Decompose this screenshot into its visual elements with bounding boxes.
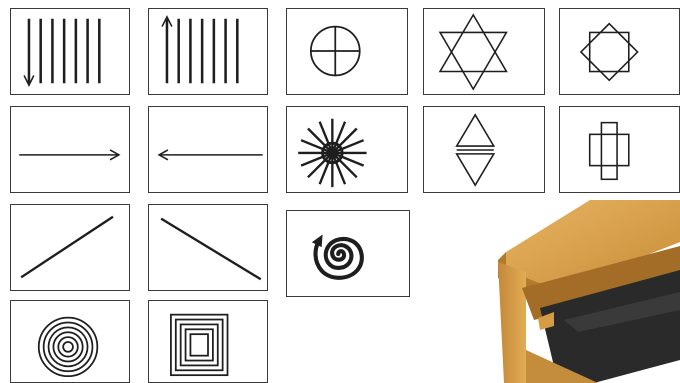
card-vertical-lines-up bbox=[148, 8, 268, 95]
card-vertical-lines-down bbox=[10, 8, 130, 95]
card-diagonal-rising bbox=[10, 204, 130, 291]
arrow-left-icon bbox=[149, 107, 267, 192]
card-circle-cross bbox=[286, 8, 408, 95]
starburst-icon bbox=[287, 107, 407, 192]
card-spiral bbox=[286, 210, 410, 297]
wooden-table-drawer-photo bbox=[498, 200, 680, 383]
card-concentric-circles bbox=[10, 300, 130, 383]
diagonal-rising-line-icon bbox=[11, 205, 129, 290]
vertical-lines-arrow-up-icon bbox=[149, 9, 267, 94]
card-star-of-david bbox=[423, 8, 545, 95]
card-rotated-squares bbox=[559, 8, 680, 95]
concentric-squares-icon bbox=[149, 301, 267, 382]
card-cross-of-rectangles bbox=[559, 106, 680, 193]
circle-cross-icon bbox=[287, 9, 407, 94]
card-arrow-right bbox=[10, 106, 130, 193]
rotated-squares-icon bbox=[560, 9, 679, 94]
split-triangles-icon bbox=[424, 107, 544, 192]
card-starburst bbox=[286, 106, 408, 193]
spiral-icon bbox=[287, 211, 409, 296]
concentric-circles-icon bbox=[11, 301, 129, 382]
card-arrow-left bbox=[148, 106, 268, 193]
star-of-david-icon bbox=[424, 9, 544, 94]
card-split-triangles bbox=[423, 106, 545, 193]
diagonal-falling-line-icon bbox=[149, 205, 267, 290]
card-concentric-squares bbox=[148, 300, 268, 383]
cross-of-rectangles-icon bbox=[560, 107, 679, 192]
card-diagonal-falling bbox=[148, 204, 268, 291]
vertical-lines-arrow-down-icon bbox=[11, 9, 129, 94]
arrow-right-icon bbox=[11, 107, 129, 192]
